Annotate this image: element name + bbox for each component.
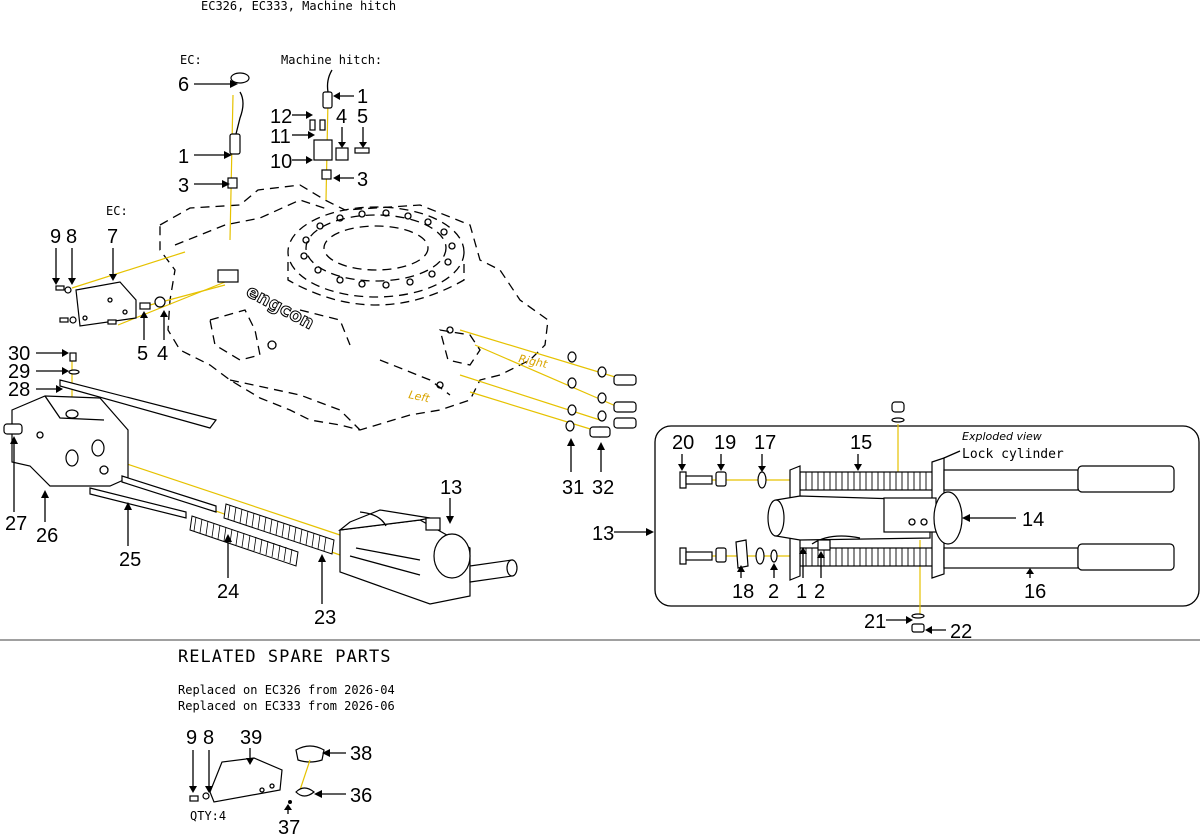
callout-c30: 30 [8, 343, 30, 365]
right-bolts [565, 351, 637, 438]
callout-c26: 26 [36, 525, 58, 547]
label-ec-mid: EC: [106, 204, 128, 218]
lock-cylinder-label: Lock cylinder [962, 447, 1064, 462]
callout-c18: 18 [732, 581, 754, 603]
callout-c9: 9 [50, 226, 61, 248]
callouts-top-left: 6 1 3 [178, 74, 238, 197]
callout-c3a: 3 [178, 175, 189, 197]
callout-c15: 15 [850, 432, 872, 454]
label-ec-top: EC: [180, 53, 202, 67]
tiltrotator-body: engcon Right Left [159, 184, 549, 431]
callout-c5a: 5 [357, 106, 368, 128]
ec-plate-parts: EC: [55, 204, 239, 327]
label-machine-hitch: Machine hitch: [281, 53, 382, 67]
callouts-exploded-view: 13 20 19 17 15 14 18 2 1 2 16 21 22 [592, 432, 1046, 643]
callout-c14: 14 [1022, 509, 1044, 531]
callout-c4a: 4 [336, 106, 347, 128]
callout-c13a: 13 [440, 477, 462, 499]
callout-c8: 8 [203, 727, 214, 749]
callout-c28: 28 [8, 379, 30, 401]
callout-c6: 6 [178, 74, 189, 96]
callout-c4b: 4 [157, 343, 168, 365]
callout-c3b: 3 [357, 169, 368, 191]
callout-c8: 8 [66, 226, 77, 248]
callouts-ec-plate: 9 8 7 5 4 [50, 226, 168, 365]
callout-c31: 31 [562, 477, 584, 499]
spare-parts-heading: RELATED SPARE PARTS [178, 647, 391, 667]
callout-c2a: 2 [768, 581, 779, 603]
callout-c27: 27 [5, 513, 27, 535]
callout-c9: 9 [186, 727, 197, 749]
callout-c22: 22 [950, 621, 972, 643]
callout-c25: 25 [119, 549, 141, 571]
lock-assembly [3, 352, 518, 605]
callouts-lock-assembly: 30 29 28 27 26 25 24 23 13 31 32 [5, 343, 614, 629]
callout-c1b: 1 [357, 86, 368, 108]
ec-hose-parts: EC: [180, 53, 250, 189]
callout-c1c: 1 [796, 581, 807, 603]
callout-c19: 19 [714, 432, 736, 454]
callout-c5b: 5 [137, 343, 148, 365]
callout-c16: 16 [1024, 581, 1046, 603]
callout-c20: 20 [672, 432, 694, 454]
qty-label: QTY:4 [190, 809, 226, 823]
callout-c17: 17 [754, 432, 776, 454]
label-left: Left [407, 388, 431, 405]
exploded-view-panel: Exploded view Lock cylinder [654, 401, 1200, 633]
callout-c7: 7 [107, 226, 118, 248]
callout-c36: 36 [350, 785, 372, 807]
spare-note-ec326: Replaced on EC326 from 2026-04 [178, 683, 395, 697]
callout-c11: 11 [270, 126, 291, 148]
callout-c21: 21 [864, 611, 886, 633]
callouts-machine-hitch: 12 11 10 4 5 1 3 [270, 86, 368, 191]
callout-c39: 39 [240, 727, 262, 749]
spare-note-ec333: Replaced on EC333 from 2026-06 [178, 699, 395, 713]
callout-c10: 10 [270, 151, 292, 173]
callout-c1a: 1 [178, 146, 189, 168]
callout-c29: 29 [8, 361, 30, 383]
callout-c37: 37 [278, 817, 300, 836]
callout-c32: 32 [592, 477, 614, 499]
related-spare-parts: RELATED SPARE PARTS Replaced on EC326 fr… [178, 647, 395, 836]
callout-c13b: 13 [592, 523, 614, 545]
callout-c24: 24 [217, 581, 239, 603]
diagram-title: EC326, EC333, Machine hitch [201, 0, 396, 13]
callout-c23: 23 [314, 607, 336, 629]
callout-c38: 38 [350, 743, 372, 765]
exploded-view-label: Exploded view [962, 430, 1042, 443]
callout-c12: 12 [270, 106, 292, 128]
callout-c2b: 2 [814, 581, 825, 603]
machine-hitch-parts: Machine hitch: [281, 53, 382, 180]
